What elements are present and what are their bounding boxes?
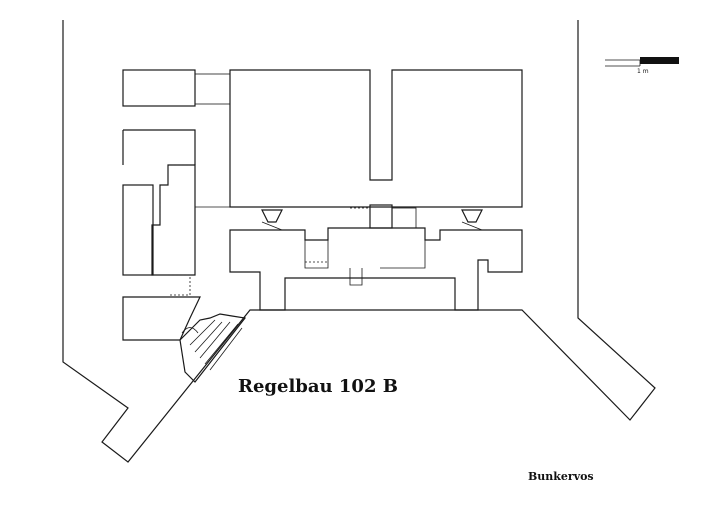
turret-mount-left: [261, 209, 283, 223]
scale-bar-fill: [640, 57, 679, 64]
central-entrance: [369, 204, 393, 229]
upper-connector: [194, 73, 231, 105]
staircase: [179, 313, 247, 383]
main-chamber: [229, 69, 523, 208]
diagram-title: Regelbau 102 B: [238, 376, 398, 397]
diagram-credit: Bunkervos: [528, 470, 594, 483]
central-entrance-side: [391, 207, 417, 229]
staircase-arc: [181, 327, 199, 334]
turret-mount-left-base: [261, 221, 283, 231]
lower-left-annex: [122, 296, 201, 341]
central-dashed: [305, 207, 370, 263]
left-middle-annex: [122, 129, 196, 165]
central-steps: [304, 240, 426, 286]
outer-outline: [62, 20, 656, 463]
scale-bar-line: [605, 59, 641, 67]
left-room: [122, 184, 154, 276]
left-corridor: [151, 164, 196, 276]
turret-mount-right: [461, 209, 483, 223]
staircase-steps: [189, 319, 243, 371]
left-upper-annex: [122, 69, 196, 107]
central-lower-block: [229, 227, 523, 311]
left-corridor-door: [159, 164, 195, 296]
scale-label: 1 m: [637, 68, 649, 75]
turret-mount-right-base: [461, 221, 483, 231]
